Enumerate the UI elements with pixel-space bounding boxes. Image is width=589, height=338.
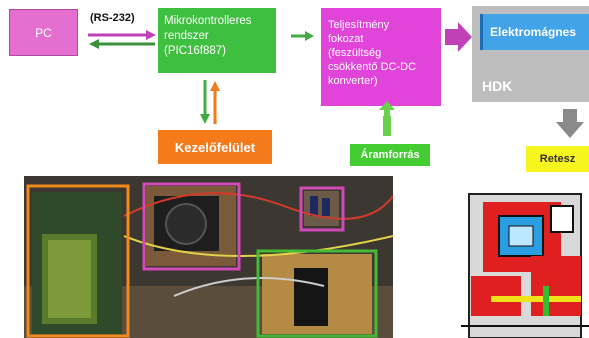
pc-to-mcu-arrow	[88, 30, 156, 40]
hdk-label: HDK	[482, 78, 513, 94]
latch-label: Retesz	[539, 153, 576, 165]
mcu-to-power-arrow	[291, 31, 314, 41]
rs232-label: (RS-232)	[90, 12, 135, 24]
power-line-3: (feszültség	[328, 47, 382, 59]
mcu-line-3: (PIC16f887)	[164, 45, 227, 57]
mcu-to-ui-arrow	[200, 80, 210, 124]
power-line-1: Teljesítmény	[328, 19, 390, 31]
power-line-2: fokozat	[328, 33, 364, 45]
latch-schematic-graphic	[461, 176, 589, 338]
hdk-to-latch-arrow	[556, 109, 584, 138]
pc-label: PC	[35, 25, 52, 40]
ui-to-mcu-arrow	[210, 81, 220, 124]
power-stage-block: Teljesítmény fokozat (feszültség csökken…	[321, 8, 441, 106]
power-line-5: konverter)	[328, 75, 378, 87]
mcu-line-1: Mikrokontrolleres	[164, 15, 252, 27]
power-line-4: csökkentő DC-DC	[328, 61, 417, 73]
mcu-block: Mikrokontrolleres rendszer (PIC16f887)	[158, 8, 276, 73]
latch-schematic	[461, 176, 589, 338]
hardware-photo-graphic	[24, 176, 393, 338]
latch-block: Retesz	[526, 146, 589, 172]
source-to-power-arrow	[379, 101, 395, 136]
user-interface-block: Kezelőfelület	[158, 130, 272, 164]
source-label: Áramforrás	[360, 149, 420, 161]
mcu-to-pc-arrow	[89, 39, 155, 49]
pc-block: PC	[9, 9, 78, 56]
electromagnet-label: Elektromágnes	[490, 25, 577, 39]
power-source-block: Áramforrás	[350, 144, 430, 166]
hdk-block: Elektromágnes HDK	[472, 6, 589, 102]
electromagnet-block: Elektromágnes	[480, 14, 589, 50]
ui-label: Kezelőfelület	[174, 139, 256, 155]
hardware-photo	[24, 176, 393, 338]
power-to-hdk-arrow	[445, 22, 472, 52]
mcu-line-2: rendszer	[164, 30, 209, 42]
